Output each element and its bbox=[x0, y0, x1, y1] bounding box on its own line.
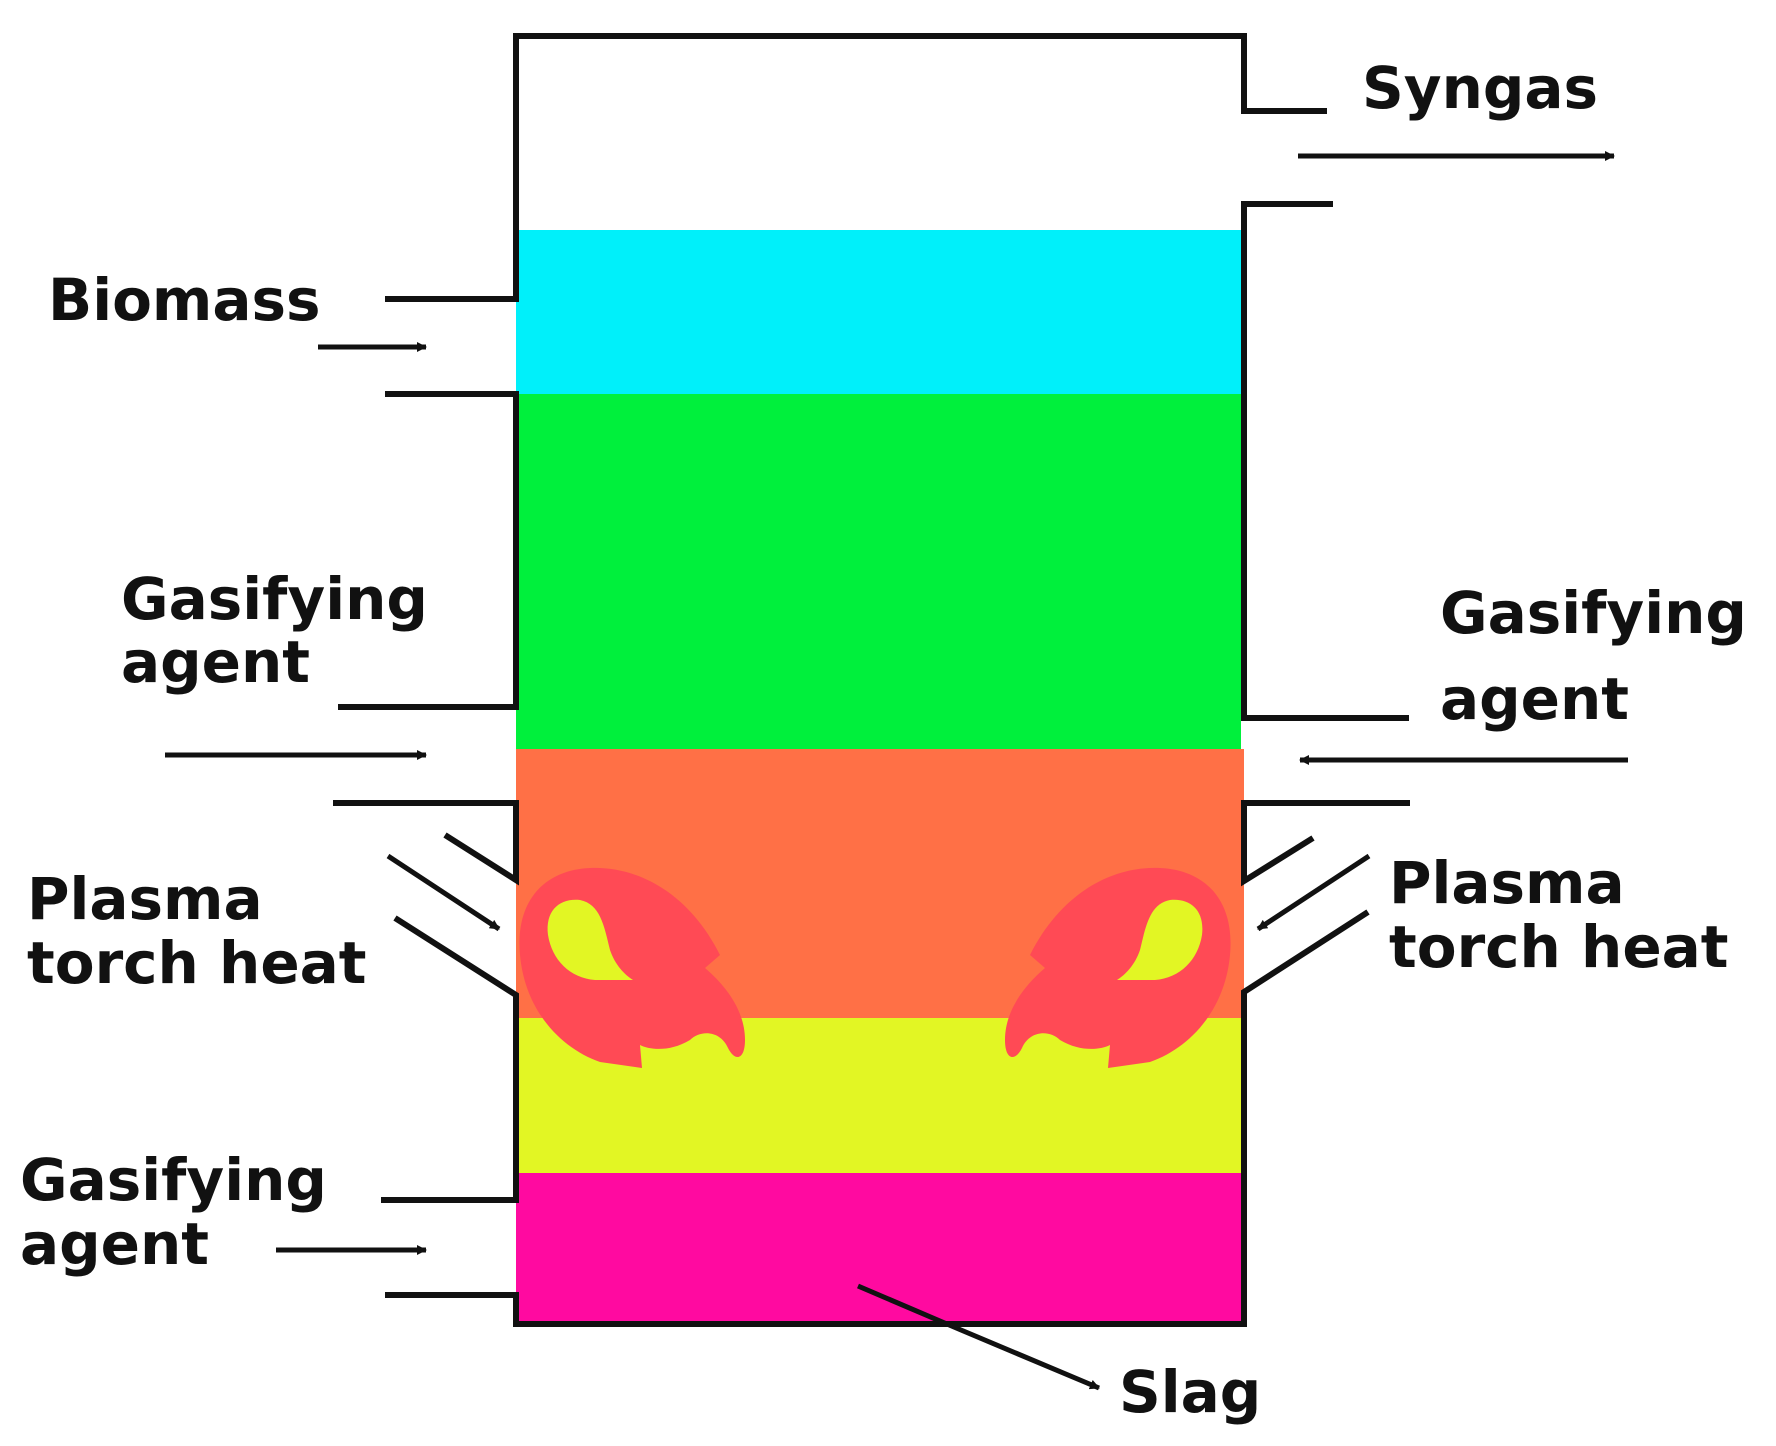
reactor-wall-bottom bbox=[385, 909, 1370, 1327]
slag-label: Slag bbox=[1119, 1358, 1261, 1426]
gasifying-agent-right-label-line2: agent bbox=[1440, 665, 1629, 733]
reactor-zone-2 bbox=[516, 394, 1241, 749]
plasma-torch-right-arrow bbox=[1256, 853, 1371, 932]
gasifying-agent-right-label-line1: Gasifying bbox=[1440, 579, 1747, 647]
gasifying-agent-left-label-line1: Gasifying bbox=[121, 565, 428, 633]
reactor-zone-5 bbox=[516, 1173, 1241, 1324]
syngas-label: Syngas bbox=[1362, 54, 1598, 122]
plasma-torch-heat-right-label-line2: torch heat bbox=[1389, 913, 1729, 981]
reactor-wall-right-upper bbox=[1241, 201, 1409, 721]
biomass-label: Biomass bbox=[48, 266, 321, 334]
plasma-torch-heat-left-label-line1: Plasma bbox=[27, 865, 263, 933]
reactor-wall-left-mid bbox=[338, 391, 519, 710]
plasma-flame-right-core bbox=[1117, 899, 1203, 980]
plasma-flame-left-core bbox=[547, 899, 633, 980]
reactor-wall-left-lower bbox=[381, 915, 519, 1203]
plasma-flame-right bbox=[1005, 867, 1231, 1068]
reactor-wall-left-torch bbox=[333, 800, 519, 886]
plasma-flame-left bbox=[519, 867, 745, 1068]
reactor-wall-right-torch bbox=[1241, 800, 1410, 887]
gasifying-agent-lower-label-line2: agent bbox=[20, 1210, 209, 1278]
plasma-torch-left-arrow bbox=[386, 853, 501, 932]
slag-arrow bbox=[857, 1283, 1100, 1391]
reactor-zone-1 bbox=[516, 230, 1241, 394]
gasifying-agent-left-label-line2: agent bbox=[121, 628, 310, 696]
plasma-torch-heat-right-label-line1: Plasma bbox=[1389, 849, 1625, 917]
gasifying-agent-lower-label-line1: Gasifying bbox=[20, 1146, 327, 1214]
plasma-torch-heat-left-label-line2: torch heat bbox=[27, 929, 367, 997]
reactor-wall-left bbox=[385, 33, 1327, 302]
